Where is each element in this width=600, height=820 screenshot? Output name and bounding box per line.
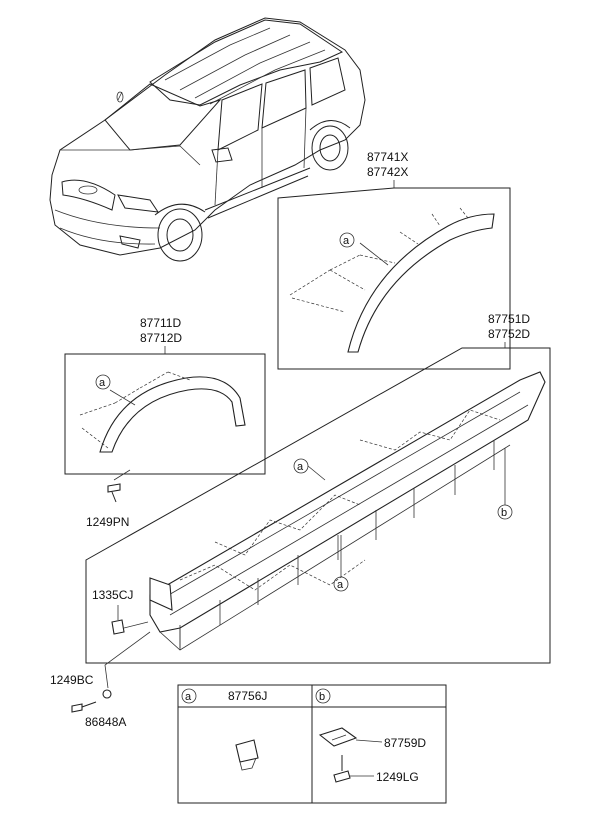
rear-fender-box xyxy=(64,353,266,475)
callout-screw-1249bc: 1249BC xyxy=(50,673,94,687)
legend-key-b xyxy=(315,688,331,704)
legend-part-87756j: 87756J xyxy=(228,689,267,703)
rear-fender-moulding-group: 87711D 87712D a xyxy=(64,316,266,475)
clip-87759d-drawing xyxy=(318,727,358,747)
vehicle-illustration xyxy=(49,17,366,262)
front-fasteners: 1249BC 86848A xyxy=(50,631,151,729)
screw-1249lg-drawing xyxy=(333,770,351,783)
side-sill-moulding xyxy=(149,371,546,633)
clip-1335cj: 1335CJ xyxy=(92,588,149,635)
ref-marker-a-rear-label: a xyxy=(99,377,106,389)
front-fender-moulding xyxy=(347,213,495,353)
callout-clip-1335cj: 1335CJ xyxy=(92,588,133,602)
screw-1249pn: 1249PN xyxy=(86,469,131,529)
legend-key-a xyxy=(181,688,197,704)
callout-nut-86848a: 86848A xyxy=(85,715,126,729)
legend-part-87759d: 87759D xyxy=(384,736,426,750)
side-sill-moulding-group: 87751D 87752D a a b xyxy=(85,312,551,664)
callout-side-sill-1: 87751D xyxy=(488,312,530,326)
front-fender-moulding-group: 87741X 87742X a xyxy=(277,150,511,370)
callout-rear-fender-2: 87712D xyxy=(140,331,182,345)
ref-marker-a-sill-bottom-label: a xyxy=(337,579,344,591)
ref-marker-b-sill-label: b xyxy=(501,507,507,519)
ref-marker-a-sill-top-label: a xyxy=(297,461,304,473)
callout-front-fender-1: 87741X xyxy=(367,150,408,164)
rear-fender-moulding xyxy=(99,376,246,453)
legend-table: a 87756J b 87759D 1249LG xyxy=(177,684,447,804)
clip-87756j-drawing xyxy=(235,739,259,763)
callout-screw-1249pn: 1249PN xyxy=(86,515,129,529)
legend-key-a-label: a xyxy=(185,691,192,703)
callout-front-fender-2: 87742X xyxy=(367,165,408,179)
ref-marker-a-front xyxy=(339,232,355,248)
callout-side-sill-2: 87752D xyxy=(488,327,530,341)
ref-marker-a-rear xyxy=(95,374,111,390)
ref-marker-a-front-label: a xyxy=(343,235,350,247)
callout-rear-fender-1: 87711D xyxy=(140,316,181,330)
legend-part-1249lg: 1249LG xyxy=(376,770,419,784)
side-sill-box xyxy=(85,347,551,664)
front-fender-box xyxy=(277,187,511,370)
legend-key-b-label: b xyxy=(319,691,325,703)
